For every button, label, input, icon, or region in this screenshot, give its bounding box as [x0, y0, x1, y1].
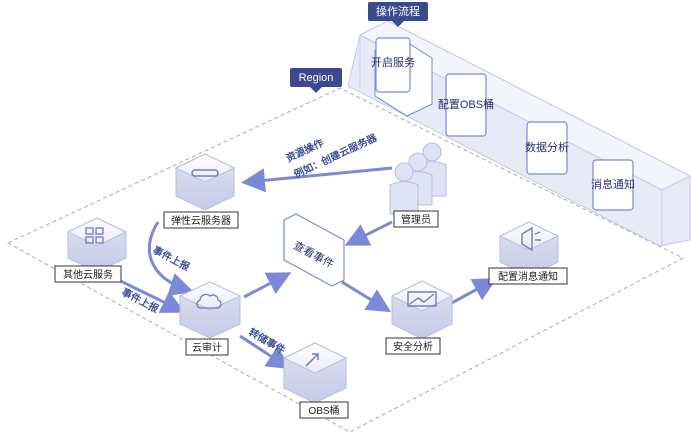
node-audit: 云审计 — [178, 281, 242, 356]
step-config-obs: 配置OBS桶 — [438, 97, 494, 111]
step-card-message-notify: 消息通知 — [591, 159, 635, 211]
step-card-config-obs: 配置OBS桶 — [438, 73, 494, 137]
other-cloud-label: 其他云服务 — [63, 268, 113, 281]
node-view-events: 查看事件 — [283, 213, 345, 287]
step-card-data-analysis: 数据分析 — [525, 121, 569, 175]
audit-label: 云审计 — [192, 341, 222, 354]
arrow-audit-to-obs — [239, 334, 292, 370]
obs-label: OBS桶 — [308, 404, 339, 417]
region-tag: Region — [290, 68, 342, 93]
arrow-view-to-security — [341, 280, 392, 313]
notify-label: 配置消息通知 — [498, 270, 558, 283]
region-tag-label: Region — [299, 72, 334, 84]
bell-icon — [521, 226, 541, 252]
process-tag-label: 操作流程 — [376, 4, 420, 18]
ecs-label: 弹性云服务器 — [171, 214, 231, 227]
cloud-audit-icon — [196, 293, 222, 309]
arrow-admin-to-view — [344, 220, 393, 246]
node-security: 安全分析 — [385, 280, 454, 355]
chart-icon — [407, 291, 437, 307]
node-obs: OBS桶 — [282, 342, 349, 419]
step-start-service: 开启服务 — [371, 56, 415, 69]
arrow-admin-to-ecs — [241, 166, 393, 193]
arrow-ecs-to-audit — [147, 221, 194, 297]
step-message-notify: 消息通知 — [591, 177, 635, 191]
node-notify: 配置消息通知 — [488, 221, 568, 285]
node-ecs: 弹性云服务器 — [163, 153, 239, 229]
server-icon — [191, 169, 219, 177]
process-tag: 操作流程 — [368, 2, 428, 27]
node-other-cloud: 其他云服务 — [54, 217, 128, 283]
grid-icon — [85, 227, 104, 244]
upload-arrow-icon — [305, 353, 319, 367]
admin-label: 管理员 — [401, 213, 431, 226]
step-card-start-service: 开启服务 — [371, 37, 415, 93]
arrow-audit-to-view — [243, 272, 292, 299]
region-platform — [6, 87, 685, 433]
users-icon — [389, 142, 447, 215]
node-admin: 管理员 — [389, 142, 447, 228]
security-label: 安全分析 — [393, 340, 433, 353]
arrow-security-to-notify — [447, 278, 498, 307]
step-data-analysis: 数据分析 — [525, 140, 569, 154]
